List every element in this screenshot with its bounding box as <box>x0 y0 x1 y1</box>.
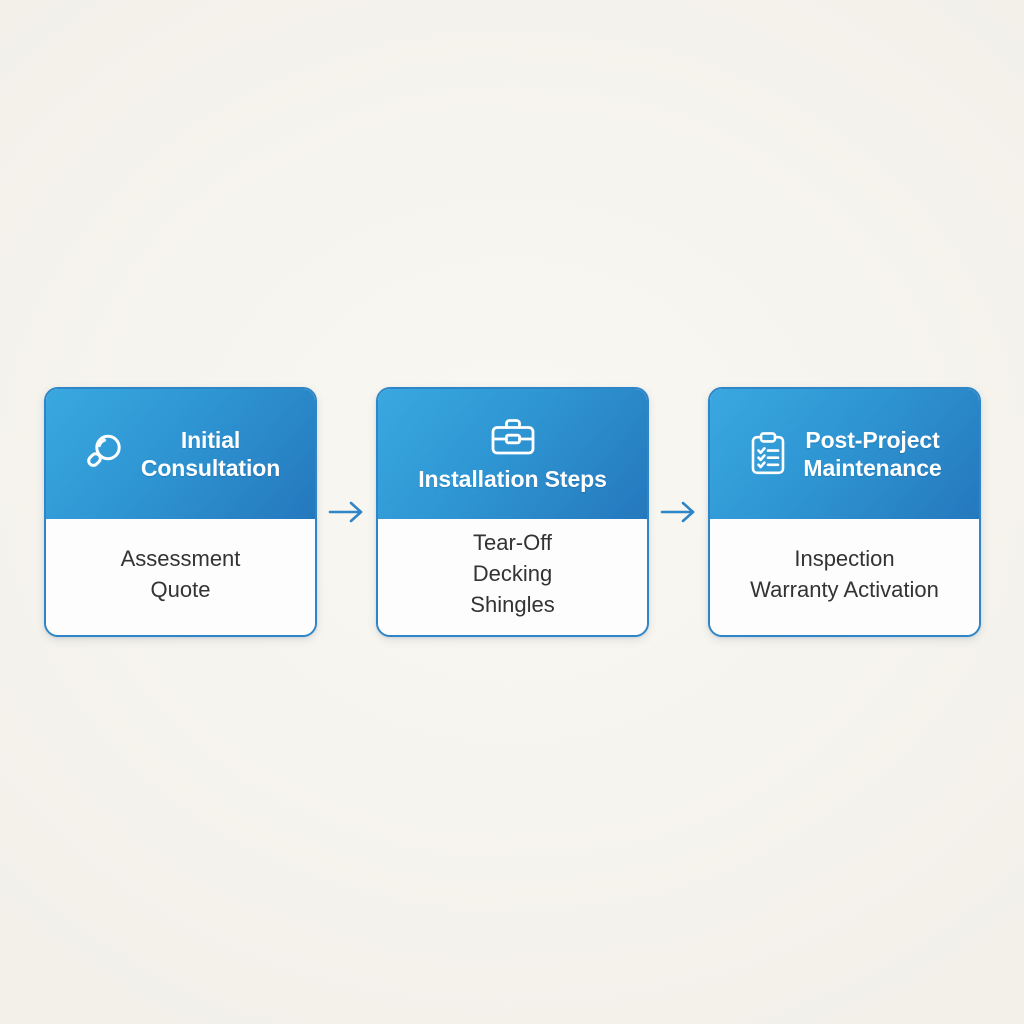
card-body: Assessment Quote <box>46 519 315 635</box>
card-body: Tear-Off Decking Shingles <box>378 519 647 635</box>
list-item: Decking <box>472 561 553 587</box>
list-item: Quote <box>150 576 211 602</box>
magnifier-icon <box>81 431 127 477</box>
card-title: Installation Steps <box>418 465 607 492</box>
card-header: Initial Consultation <box>46 389 315 519</box>
arrow-right-icon <box>659 499 699 525</box>
card-header: Installation Steps <box>378 389 647 519</box>
connector-arrow-2 <box>656 497 702 527</box>
list-item: Warranty Activation <box>750 576 939 602</box>
card-title: Initial Consultation <box>140 426 281 481</box>
card-body: Inspection Warranty Activation <box>710 519 979 635</box>
clipboard-checklist-icon <box>747 430 789 478</box>
list-item: Inspection <box>794 545 895 571</box>
card-title: Post-Project Maintenance <box>803 426 942 481</box>
list-item: Tear-Off <box>472 530 553 556</box>
list-item: Assessment <box>120 545 241 571</box>
process-card-post-project-maintenance[interactable]: Post-Project Maintenance Inspection Warr… <box>708 387 981 637</box>
card-header: Post-Project Maintenance <box>710 389 979 519</box>
list-item: Shingles <box>470 591 555 617</box>
process-card-initial-consultation[interactable]: Initial Consultation Assessment Quote <box>44 387 317 637</box>
process-flow: Initial Consultation Assessment Quote <box>44 387 981 637</box>
arrow-right-icon <box>327 499 367 525</box>
connector-arrow-1 <box>324 497 370 527</box>
process-card-installation-steps[interactable]: Installation Steps Tear-Off Decking Shin… <box>376 387 649 637</box>
toolbox-icon <box>488 415 538 459</box>
